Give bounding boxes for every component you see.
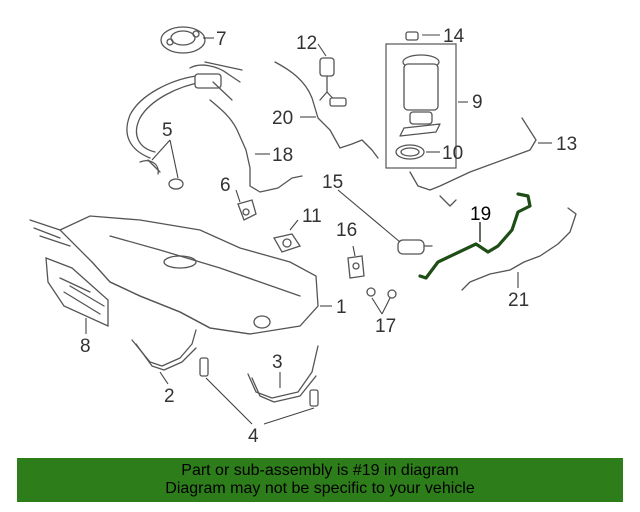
part-15-filter	[397, 239, 433, 255]
part-18-line	[209, 99, 303, 193]
callout-21: 21	[508, 290, 529, 311]
callout-20: 20	[272, 108, 293, 129]
callout-10: 10	[442, 143, 463, 164]
callout-1: 1	[336, 297, 347, 318]
callout-6: 6	[220, 175, 231, 196]
part-17-fittings	[366, 287, 397, 299]
callout-2: 2	[164, 386, 175, 407]
banner-line-2: Diagram may not be specific to your vehi…	[165, 480, 475, 497]
part-8-shield	[45, 257, 109, 328]
callout-16: 16	[336, 220, 357, 241]
callout-5: 5	[162, 120, 173, 141]
part-16-bracket	[347, 255, 365, 279]
info-banner: Part or sub-assembly is #19 in diagram D…	[17, 458, 623, 502]
part-20-vapor-line	[274, 61, 379, 159]
callout-18: 18	[272, 145, 293, 166]
callout-3: 3	[272, 352, 283, 373]
callout-9: 9	[472, 92, 483, 113]
part-7-pump-flange	[126, 26, 243, 159]
banner-line-1: Part or sub-assembly is #19 in diagram	[181, 462, 459, 479]
part-11-gasket	[272, 233, 302, 253]
part-21-line	[461, 207, 577, 291]
parts-diagram: 7 5 12 20 18 6 9 14	[29, 26, 577, 447]
part-5-clamps	[139, 159, 184, 190]
callout-15: 15	[322, 172, 343, 193]
callout-7: 7	[216, 29, 227, 50]
callout-12: 12	[296, 33, 317, 54]
part-1-fuel-tank	[29, 215, 319, 335]
part-10-seal	[395, 144, 425, 160]
part-13-line	[409, 117, 537, 191]
part-19-fuel-line	[418, 192, 532, 280]
part-4-bolts	[199, 357, 319, 407]
callout-4: 4	[248, 426, 259, 447]
part-12-valve	[319, 57, 347, 107]
callout-17: 17	[375, 316, 396, 337]
part-9-module	[385, 43, 457, 169]
callout-13: 13	[556, 134, 577, 155]
callout-11: 11	[302, 206, 322, 227]
part-3-strap	[247, 345, 319, 399]
part-2-strap	[131, 329, 197, 367]
callout-19: 19	[470, 204, 491, 225]
callout-14: 14	[443, 26, 465, 47]
callout-8: 8	[80, 336, 91, 357]
part-14-cap	[405, 31, 419, 41]
part-6-clip	[237, 199, 257, 221]
